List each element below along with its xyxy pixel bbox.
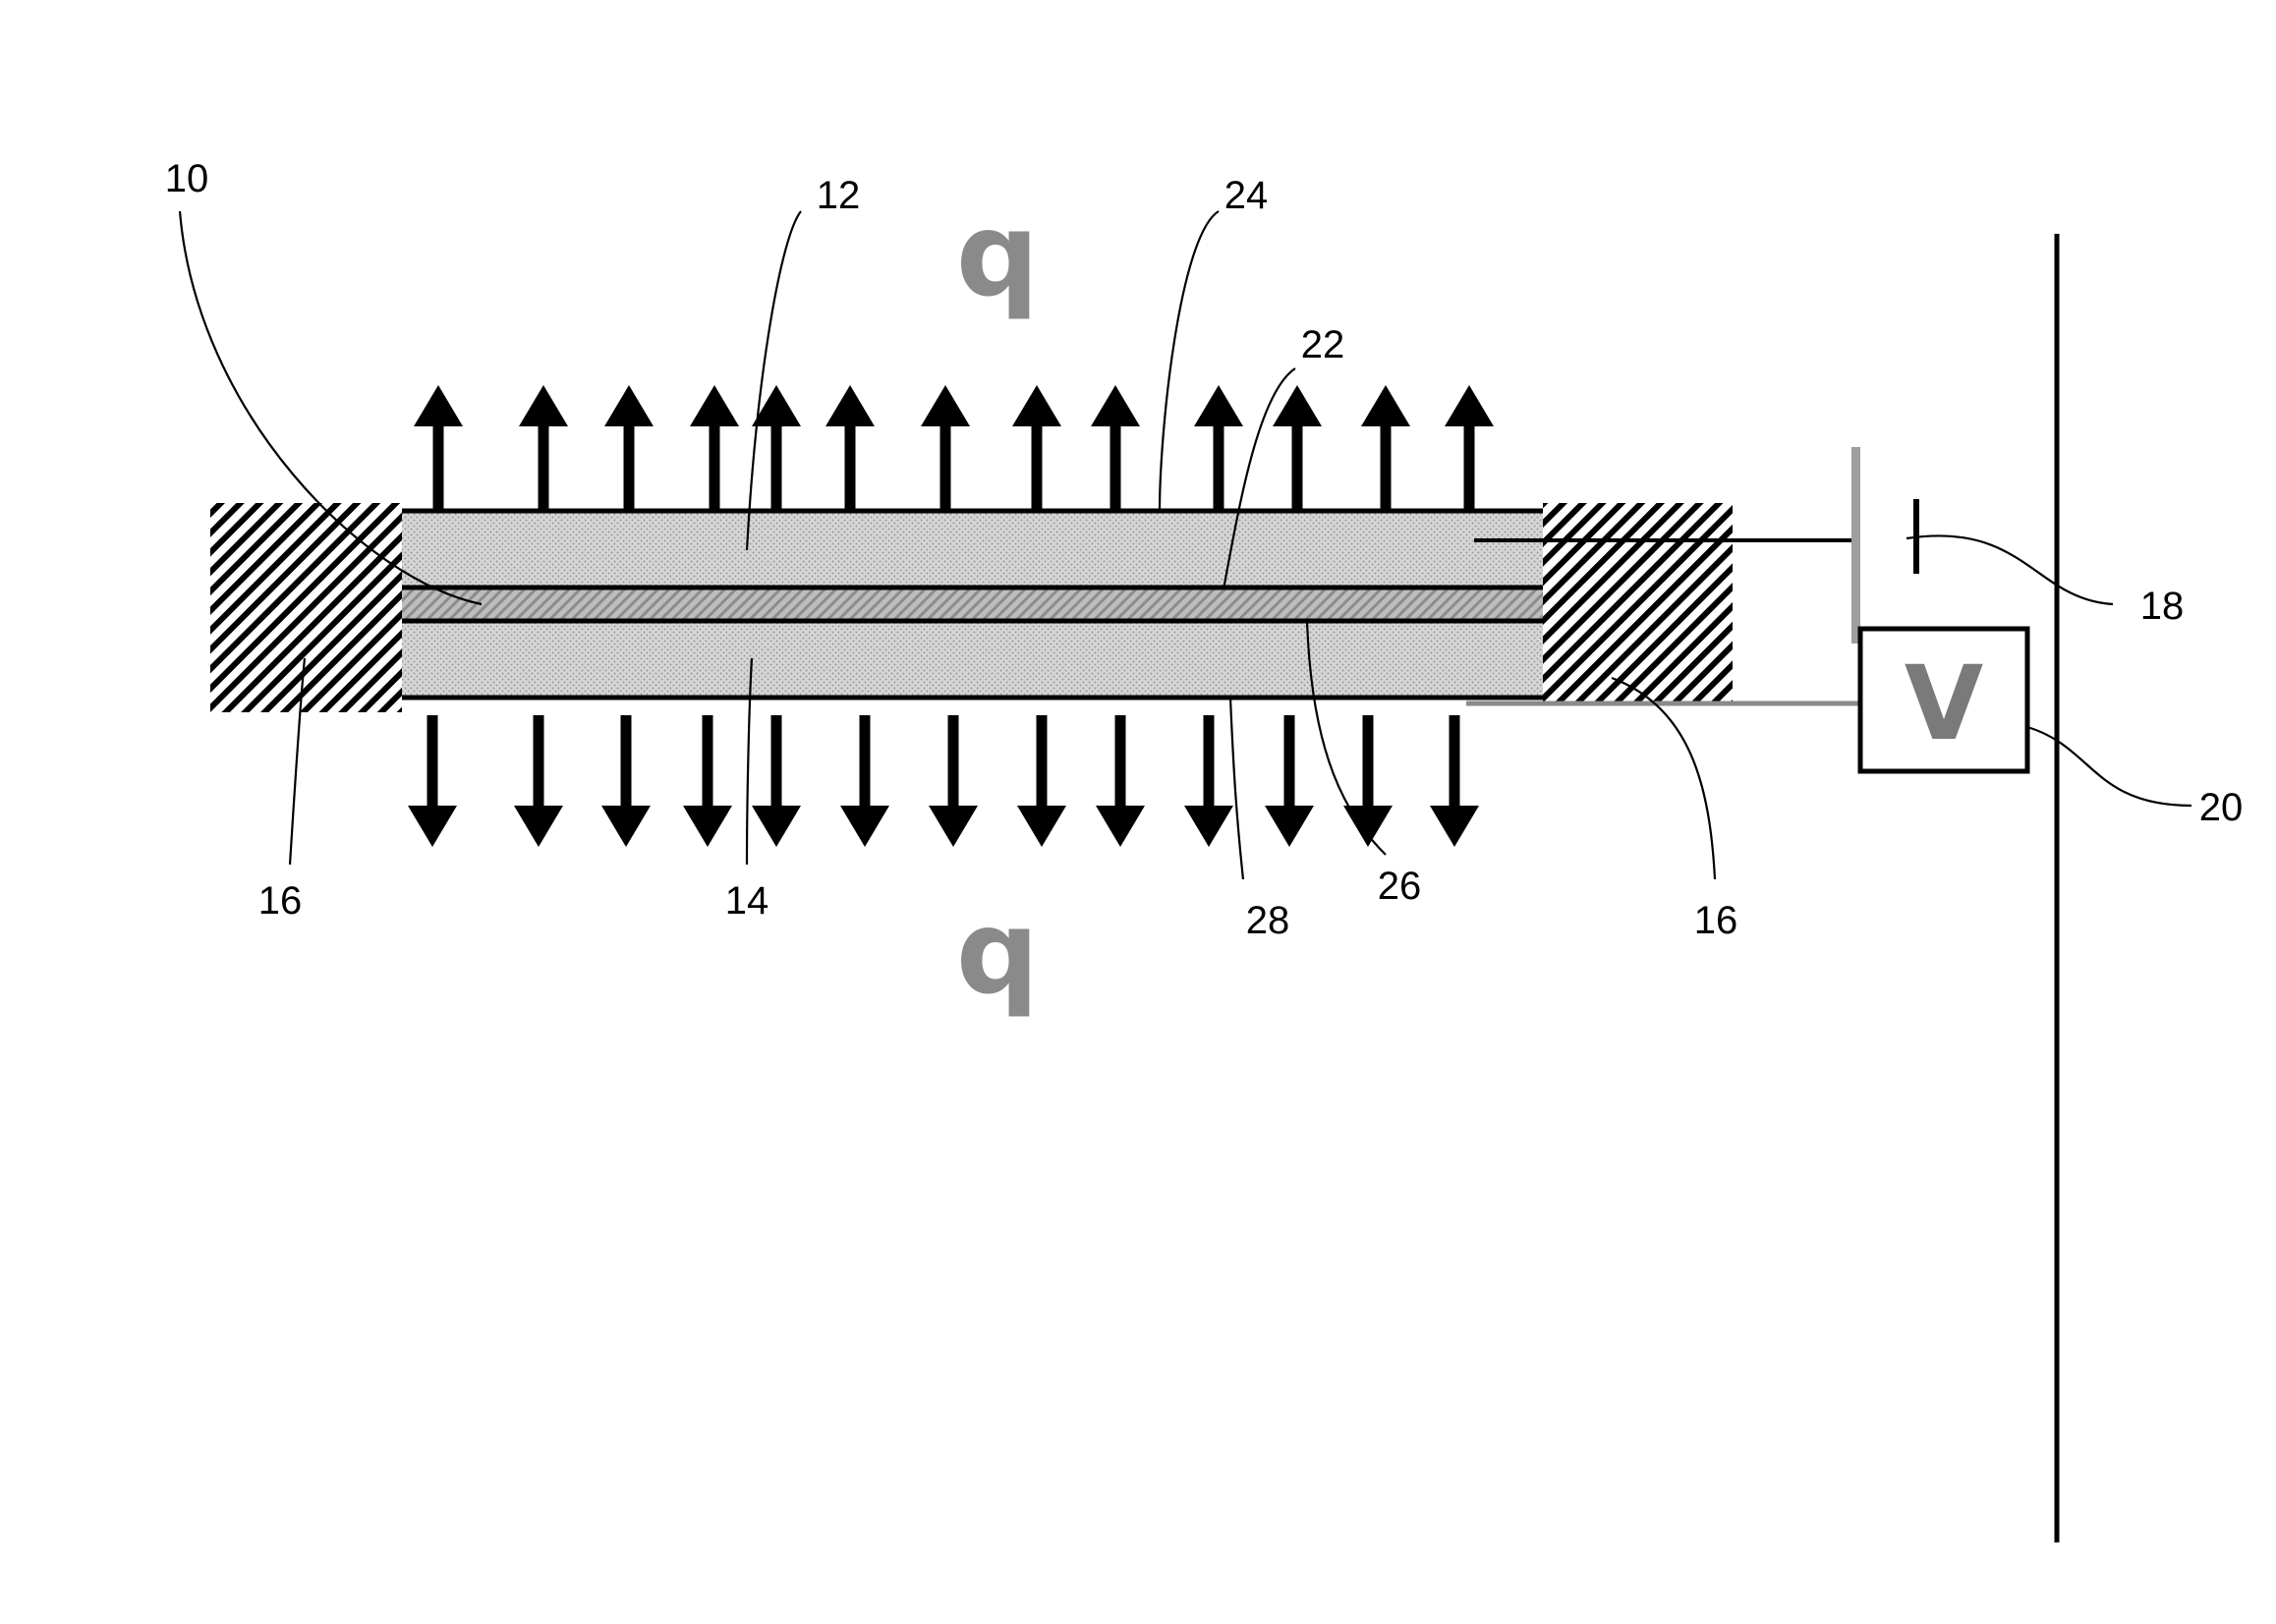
heat-flux-up-arrows xyxy=(414,385,1494,509)
heat-flux-down-arrow-icon-5 xyxy=(752,715,801,847)
ref-label-22: 22 xyxy=(1301,323,1345,366)
battery-icon xyxy=(1851,447,1916,644)
lower-layer xyxy=(402,621,1543,696)
arrow-head xyxy=(1194,385,1243,426)
arrow-head xyxy=(921,385,970,426)
ref-label-16-right: 16 xyxy=(1694,899,1738,942)
ref-label-28: 28 xyxy=(1246,899,1290,942)
arrow-head xyxy=(929,806,978,847)
leader-18 xyxy=(1906,535,2113,604)
leader-16-right xyxy=(1612,678,1715,879)
ref-label-16-left: 16 xyxy=(258,879,303,923)
heat-flux-up-arrow-icon-4 xyxy=(690,385,739,509)
ref-label-24: 24 xyxy=(1224,174,1269,217)
ref-label-14: 14 xyxy=(725,879,769,923)
arrow-head xyxy=(1017,806,1066,847)
arrow-head xyxy=(1265,806,1314,847)
heat-flux-down-arrow-icon-7 xyxy=(929,715,978,847)
heat-flux-down-arrow-icon-11 xyxy=(1265,715,1314,847)
heat-flux-up-arrow-icon-6 xyxy=(825,385,875,509)
insulation-block-left xyxy=(210,503,402,712)
heat-flux-down-arrow-icon-13 xyxy=(1430,715,1479,847)
arrow-head xyxy=(690,385,739,426)
heat-flux-up-arrow-icon-1 xyxy=(414,385,463,509)
insulation-block-right xyxy=(1543,503,1733,702)
arrow-head xyxy=(752,806,801,847)
leader-28 xyxy=(1230,698,1243,879)
arrow-head xyxy=(1184,806,1233,847)
arrow-head xyxy=(1430,806,1479,847)
heat-flux-up-arrow-icon-7 xyxy=(921,385,970,509)
heat-flux-down-arrow-icon-4 xyxy=(683,715,732,847)
heat-flux-up-arrow-icon-12 xyxy=(1361,385,1410,509)
arrow-head xyxy=(1091,385,1140,426)
battery-plate-long xyxy=(1851,447,1860,644)
arrow-head xyxy=(514,806,563,847)
arrow-head xyxy=(683,806,732,847)
heat-flux-down-arrow-icon-12 xyxy=(1343,715,1393,847)
heat-flux-up-arrow-icon-3 xyxy=(604,385,654,509)
heat-flux-up-arrow-icon-9 xyxy=(1091,385,1140,509)
arrow-head xyxy=(1012,385,1061,426)
ref-label-18: 18 xyxy=(2140,585,2185,628)
arrow-head xyxy=(414,385,463,426)
middle-layer xyxy=(402,588,1543,621)
arrow-head xyxy=(1096,806,1145,847)
arrow-head xyxy=(1361,385,1410,426)
heat-flux-up-arrow-icon-10 xyxy=(1194,385,1243,509)
heat-flux-up-arrow-icon-13 xyxy=(1445,385,1494,509)
leader-24 xyxy=(1160,211,1219,511)
ref-label-20: 20 xyxy=(2199,786,2244,829)
ref-label-12: 12 xyxy=(817,174,861,217)
heat-flux-up-arrow-icon-2 xyxy=(519,385,568,509)
heat-flux-up-arrow-icon-11 xyxy=(1273,385,1322,509)
upper-layer xyxy=(402,511,1543,588)
heat-flux-label-bottom: q xyxy=(956,884,1039,1020)
arrow-head xyxy=(840,806,889,847)
heat-flux-down-arrow-icon-1 xyxy=(408,715,457,847)
voltmeter-label: V xyxy=(1905,644,1984,763)
heat-flux-down-arrow-icon-3 xyxy=(601,715,651,847)
heat-flux-down-arrow-icon-9 xyxy=(1096,715,1145,847)
heat-flux-down-arrow-icon-2 xyxy=(514,715,563,847)
heat-flux-down-arrow-icon-10 xyxy=(1184,715,1233,847)
heat-flux-label-top: q xyxy=(956,187,1039,322)
arrow-head xyxy=(1445,385,1494,426)
arrow-head xyxy=(825,385,875,426)
arrow-head xyxy=(519,385,568,426)
arrow-head xyxy=(604,385,654,426)
leader-20 xyxy=(2027,727,2191,806)
heat-flux-down-arrow-icon-6 xyxy=(840,715,889,847)
ref-label-26: 26 xyxy=(1378,865,1422,908)
heat-flux-down-arrow-icon-8 xyxy=(1017,715,1066,847)
arrow-head xyxy=(408,806,457,847)
heat-flux-down-arrows xyxy=(408,715,1479,847)
ref-label-10: 10 xyxy=(165,157,209,200)
arrow-head xyxy=(601,806,651,847)
arrow-head xyxy=(1273,385,1322,426)
heat-flux-up-arrow-icon-8 xyxy=(1012,385,1061,509)
